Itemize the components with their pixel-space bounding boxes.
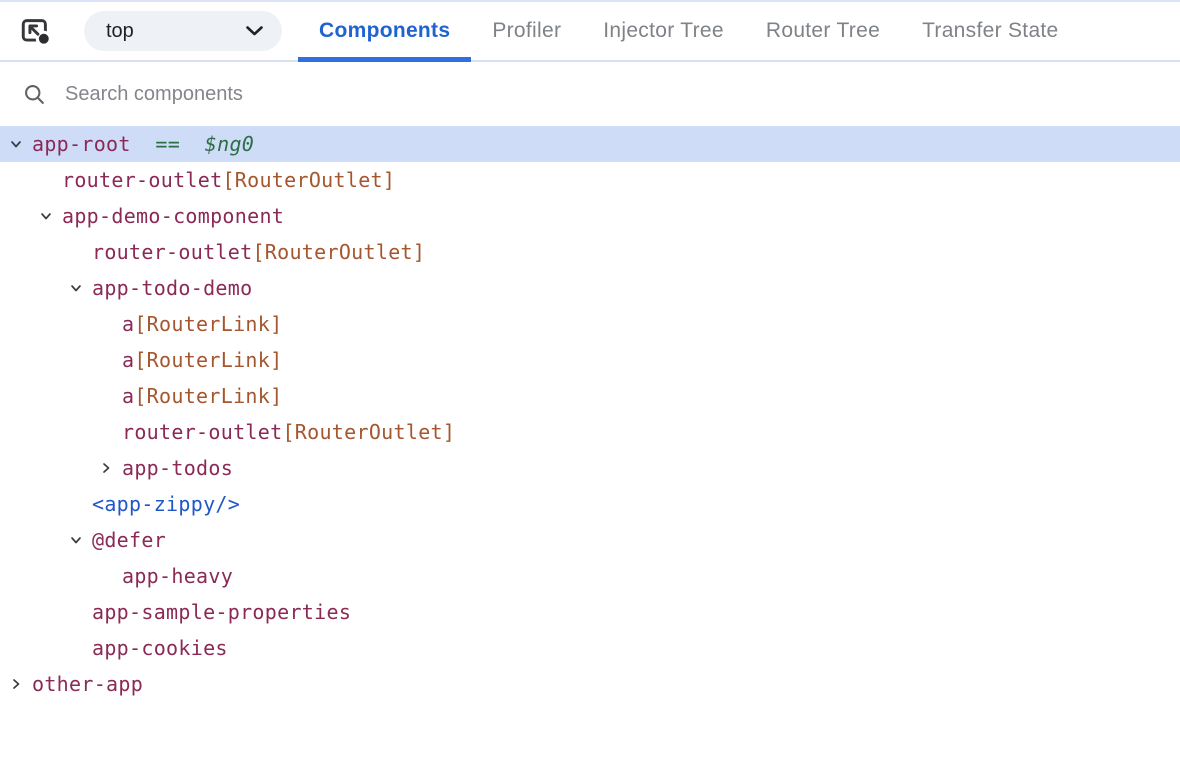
tree-node-app-demo-component[interactable]: app-demo-component — [0, 198, 1180, 234]
directive-badge: [RouterLink] — [134, 312, 283, 336]
tree-node-a-routerlink[interactable]: a[RouterLink] — [0, 342, 1180, 378]
tree-node-router-outlet[interactable]: router-outlet[RouterOutlet] — [0, 234, 1180, 270]
chevron-down-icon[interactable] — [40, 210, 62, 222]
frame-selector-value: top — [106, 19, 134, 42]
tab-profiler[interactable]: Profiler — [471, 2, 582, 60]
inspect-element-button[interactable] — [18, 14, 52, 48]
chevron-down-icon[interactable] — [70, 282, 92, 294]
component-name: app-heavy — [122, 564, 234, 588]
tree-node-app-cookies[interactable]: app-cookies — [0, 630, 1180, 666]
devtools-toolbar: top Components Profiler Injector Tree Route… — [0, 0, 1180, 62]
directive-badge: [RouterLink] — [134, 348, 283, 372]
chevron-down-icon — [245, 25, 264, 37]
directive-badge: [RouterOutlet] — [222, 168, 396, 192]
component-name: app-root — [32, 132, 131, 156]
tab-label: Profiler — [492, 19, 562, 42]
frame-selector-dropdown[interactable]: top — [84, 11, 282, 51]
inspect-element-icon — [19, 15, 51, 47]
component-name: @defer — [92, 528, 167, 552]
tab-label: Injector Tree — [603, 19, 724, 42]
search-input[interactable] — [63, 81, 1180, 107]
component-name: app-demo-component — [62, 204, 285, 228]
console-reference-operator: == — [130, 132, 205, 156]
console-reference-variable: $ng0 — [204, 132, 255, 156]
component-name: app-todos — [122, 456, 234, 480]
tree-node-app-sample-properties[interactable]: app-sample-properties — [0, 594, 1180, 630]
directive-badge: [RouterOutlet] — [252, 240, 426, 264]
component-name: a — [122, 384, 135, 408]
chevron-right-icon[interactable] — [100, 462, 122, 474]
tree-node-app-todo-demo[interactable]: app-todo-demo — [0, 270, 1180, 306]
chevron-down-icon[interactable] — [10, 138, 32, 150]
component-name: app-sample-properties — [92, 600, 352, 624]
tab-router-tree[interactable]: Router Tree — [745, 2, 901, 60]
tab-bar: Components Profiler Injector Tree Router Tr… — [298, 2, 1080, 62]
search-icon — [22, 82, 47, 107]
component-name: a — [122, 312, 135, 336]
tree-node-defer-block[interactable]: @defer — [0, 522, 1180, 558]
tree-node-other-app[interactable]: other-app — [0, 666, 1180, 702]
component-name: app-todo-demo — [92, 276, 253, 300]
element-tag: <app-zippy/> — [92, 492, 241, 516]
tree-node-app-heavy[interactable]: app-heavy — [0, 558, 1180, 594]
tree-node-router-outlet[interactable]: router-outlet[RouterOutlet] — [0, 414, 1180, 450]
tab-injector-tree[interactable]: Injector Tree — [582, 2, 745, 60]
tab-label: Transfer State — [922, 19, 1059, 42]
tree-node-router-outlet[interactable]: router-outlet[RouterOutlet] — [0, 162, 1180, 198]
directive-badge: [RouterOutlet] — [282, 420, 456, 444]
tree-node-app-root[interactable]: app-root == $ng0 — [0, 126, 1180, 162]
component-name: router-outlet — [122, 420, 283, 444]
tab-label: Components — [319, 19, 451, 42]
component-name: app-cookies — [92, 636, 228, 660]
tree-node-a-routerlink[interactable]: a[RouterLink] — [0, 306, 1180, 342]
chevron-right-icon[interactable] — [10, 678, 32, 690]
chevron-down-icon[interactable] — [70, 534, 92, 546]
tab-transfer-state[interactable]: Transfer State — [901, 2, 1079, 60]
tree-node-app-todos[interactable]: app-todos — [0, 450, 1180, 486]
tab-components[interactable]: Components — [298, 2, 472, 62]
search-bar — [0, 62, 1180, 126]
tab-label: Router Tree — [765, 19, 881, 42]
component-name: router-outlet — [92, 240, 253, 264]
tree-node-app-zippy[interactable]: <app-zippy/> — [0, 486, 1180, 522]
component-name: router-outlet — [62, 168, 223, 192]
tree-node-a-routerlink[interactable]: a[RouterLink] — [0, 378, 1180, 414]
component-name: a — [122, 348, 135, 372]
directive-badge: [RouterLink] — [134, 384, 283, 408]
component-name: other-app — [32, 672, 144, 696]
